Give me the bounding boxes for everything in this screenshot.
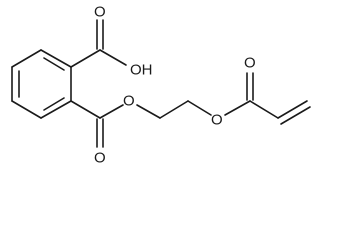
acrylate-terminal-double-bond [277, 100, 308, 119]
acrylate-terminal-double-bond [280, 106, 311, 125]
acrylate-group: O [224, 55, 311, 125]
ring-inner-double-bond [43, 57, 65, 71]
ester-oxygen-label: O [123, 93, 135, 110]
acid-hydroxyl-bond [99, 49, 127, 66]
oxygen-to-ch2-bond [136, 104, 161, 119]
ring-bond [40, 100, 72, 119]
chemical-structure-diagram: O OH O O O O [11, 4, 311, 167]
ester-group: O O [70, 93, 135, 167]
benzene-ring [11, 49, 72, 119]
ring-bond [11, 100, 42, 119]
ester-carbonyl-oxygen-label: O [94, 150, 106, 167]
hydroxyl-label: OH [130, 62, 153, 79]
carboxylic-acid-group: O OH [70, 4, 153, 79]
acrylate-carbonyl-oxygen-label: O [244, 55, 256, 72]
oxygen-to-acrylate-carbon-bond [224, 100, 251, 116]
ring-bond [11, 49, 42, 68]
ring-bond [40, 49, 72, 68]
ring-to-ester-carbon-bond [70, 100, 101, 119]
ch2-ch2-bond [159, 100, 189, 119]
ring-to-acid-carbon-bond [70, 49, 101, 68]
acrylate-vinyl-bond [249, 100, 279, 119]
ester-oxygen-bond [99, 104, 124, 119]
ethylene-linker: O [136, 100, 223, 129]
ring-inner-double-bond [43, 97, 65, 111]
ch2-to-oxygen-bond [187, 100, 212, 116]
acid-carbonyl-oxygen-label: O [94, 4, 106, 21]
ether-oxygen-label: O [211, 112, 223, 129]
